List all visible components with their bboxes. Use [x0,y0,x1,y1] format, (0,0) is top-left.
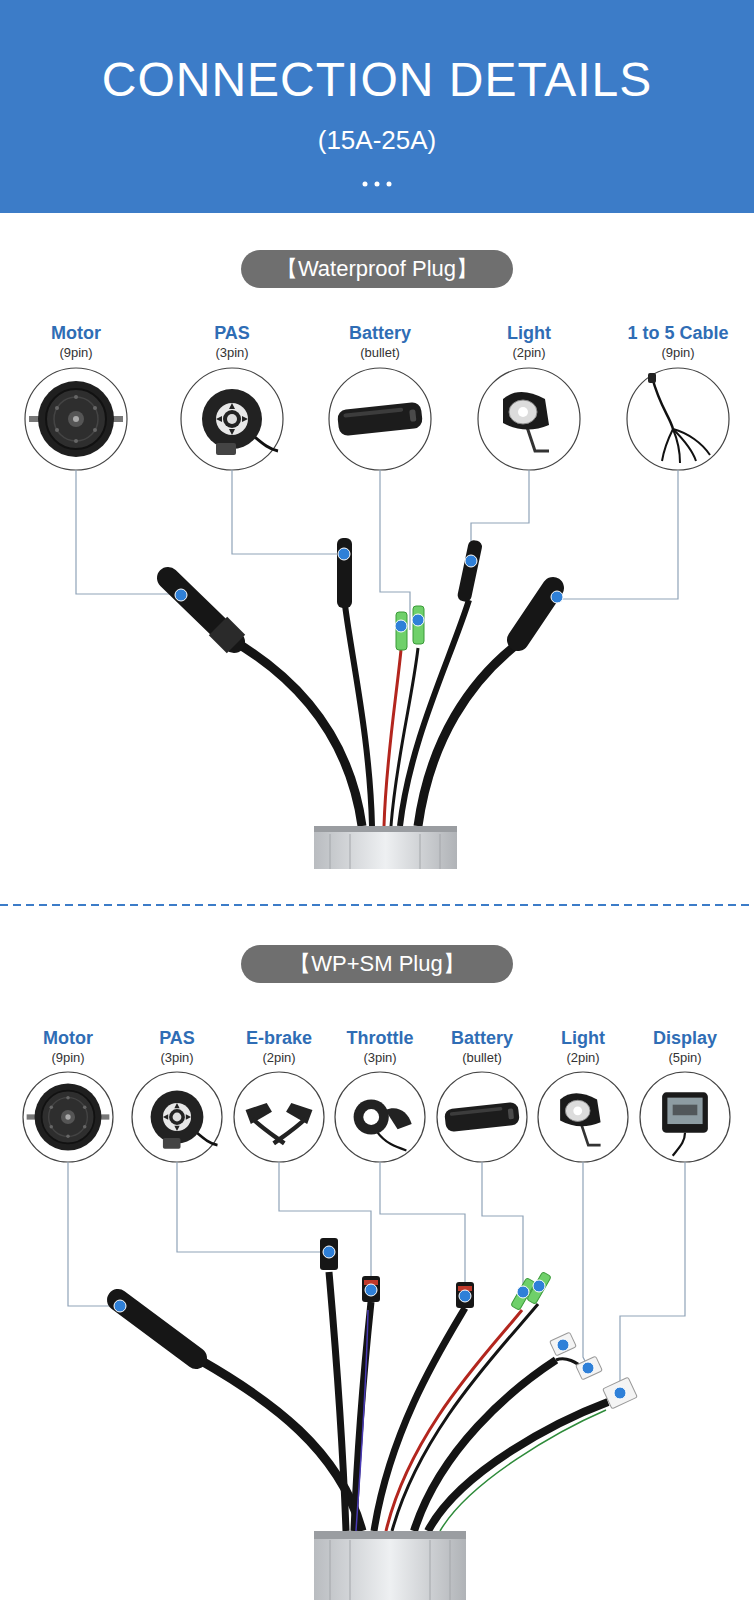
part-name: PAS [214,323,250,343]
pin-count: (3pin) [363,1050,396,1065]
controller-harness [168,538,563,869]
part-callout: Motor (9pin) [16,323,136,470]
part-callout: Motor (9pin) [8,1028,128,1162]
page-title: CONNECTION DETAILS [0,50,754,110]
part-name: Battery [451,1028,513,1048]
part-name: Motor [43,1028,93,1048]
plug-type: 【WP+SM Plug】 [289,951,464,976]
plug-type: 【Waterproof Plug】 [276,256,478,281]
pin-count: (bullet) [360,345,400,360]
part-name: PAS [159,1028,195,1048]
part-name: Throttle [347,1028,414,1048]
part-callout: Battery (bullet) [320,323,440,470]
separator [0,904,754,906]
part-callout: Light (2pin) [469,323,589,470]
pin-count: (bullet) [462,1050,502,1065]
leader-lines [76,470,678,630]
part-name: Light [561,1028,605,1048]
part-circles [25,368,729,470]
leader-lines [68,1162,685,1393]
part-callout: PAS (3pin) [117,1028,237,1162]
part-callout: E-brake (2pin) [219,1028,339,1162]
part-name: 1 to 5 Cable [627,323,728,343]
part-name: Battery [349,323,411,343]
pin-count: (9pin) [661,345,694,360]
part-callout: Light (2pin) [523,1028,643,1162]
pin-count: (2pin) [512,345,545,360]
controller-harness [114,1238,637,1600]
pin-count: (3pin) [215,345,248,360]
part-callout: Throttle (3pin) [320,1028,440,1162]
part-name: Motor [51,323,101,343]
pin-count: (2pin) [566,1050,599,1065]
part-name: Light [507,323,551,343]
part-callout: PAS (3pin) [172,323,292,470]
part-callout: Battery (bullet) [422,1028,542,1162]
part-callout: 1 to 5 Cable (9pin) [618,323,738,470]
part-callout: Display (5pin) [625,1028,745,1162]
plug-type-banner: 【Waterproof Plug】 [241,250,513,288]
part-name: E-brake [246,1028,312,1048]
pin-count: (5pin) [668,1050,701,1065]
header-dots [363,182,392,187]
header-band [0,0,754,213]
pin-count: (9pin) [59,345,92,360]
part-circles [23,1072,730,1162]
part-name: Display [653,1028,717,1048]
subtitle: (15A-25A) [0,124,754,156]
pin-count: (2pin) [262,1050,295,1065]
plug-type-banner: 【WP+SM Plug】 [241,945,513,983]
pin-count: (3pin) [160,1050,193,1065]
pin-count: (9pin) [51,1050,84,1065]
